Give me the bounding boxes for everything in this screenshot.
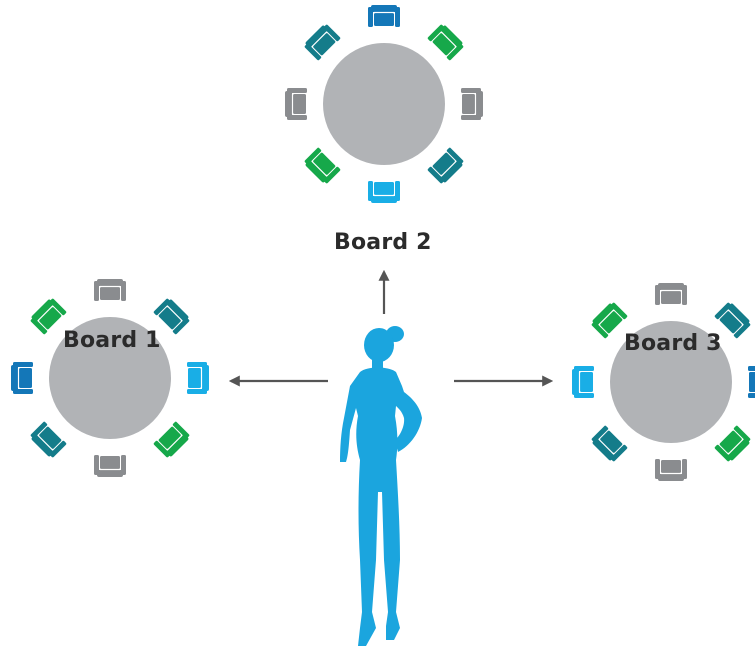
board-3 (572, 283, 755, 481)
board-3-chair-6 (591, 425, 628, 462)
board-1-chair-8 (30, 298, 67, 335)
board-2-chair-6 (304, 147, 341, 184)
board-3-chair-5 (655, 459, 687, 481)
board-3-chair-8 (591, 302, 628, 339)
board-2-chair-3 (461, 88, 483, 120)
board-2-chair-5 (368, 181, 400, 203)
board-2-chair-7 (285, 88, 307, 120)
board-2-chair-8 (304, 24, 341, 61)
board-3-label: Board 3 (624, 331, 722, 356)
board-2-chair-1 (368, 5, 400, 27)
board-3-chair-1 (655, 283, 687, 305)
board-2-chair-4 (427, 147, 464, 184)
board-3-table (610, 321, 732, 443)
board-1-label: Board 1 (63, 328, 161, 353)
board-3-chair-2 (714, 302, 751, 339)
board-3-chair-3 (748, 366, 755, 398)
board-1 (11, 279, 209, 477)
board-2-chair-2 (427, 24, 464, 61)
board-1-chair-7 (11, 362, 33, 394)
board-3-chair-4 (714, 425, 751, 462)
board-1-chair-2 (153, 298, 190, 335)
woman-silhouette-icon (340, 326, 422, 646)
board-1-chair-4 (153, 421, 190, 458)
board-2-table (323, 43, 445, 165)
board-2 (285, 5, 483, 203)
board-2-label: Board 2 (334, 230, 432, 255)
board-1-chair-3 (187, 362, 209, 394)
board-1-chair-5 (94, 455, 126, 477)
board-1-chair-1 (94, 279, 126, 301)
board-1-table (49, 317, 171, 439)
board-3-chair-7 (572, 366, 594, 398)
board-1-chair-6 (30, 421, 67, 458)
